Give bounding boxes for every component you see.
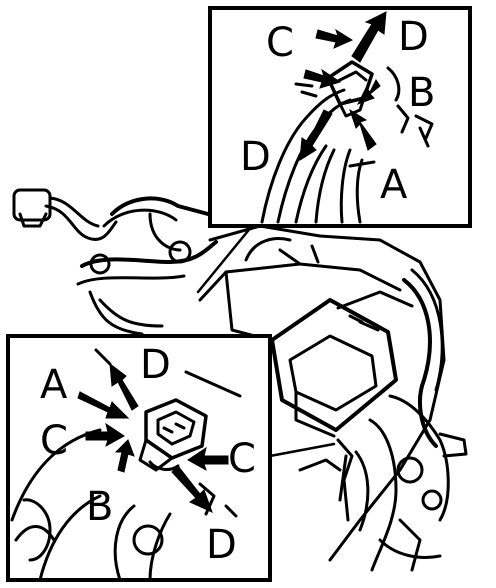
label-a-top: A	[380, 162, 408, 208]
label-b-bottom: B	[86, 484, 113, 530]
label-a-bottom: A	[40, 362, 68, 408]
labels-top-inset: C D B D A	[240, 14, 435, 208]
label-d-top-right: D	[398, 14, 429, 60]
inset-bottom-left: A D C C B D	[6, 334, 272, 582]
label-c-top: C	[266, 20, 294, 66]
inset-top-right: C D B D A	[208, 6, 472, 228]
label-d-bottom-top: D	[140, 342, 171, 388]
arrows-bottom-inset	[77, 362, 229, 513]
label-c-bottom-right: C	[228, 436, 256, 482]
label-d-bottom-right: D	[206, 522, 237, 568]
labels-bottom-inset: A D C C B D	[40, 342, 256, 568]
leader-lines	[196, 224, 336, 458]
engine-illustration	[12, 188, 468, 572]
label-c-bottom-left: C	[40, 418, 68, 464]
label-b-top: B	[408, 70, 435, 116]
arrows-top-inset	[299, 11, 387, 161]
label-d-top-left: D	[240, 134, 271, 180]
